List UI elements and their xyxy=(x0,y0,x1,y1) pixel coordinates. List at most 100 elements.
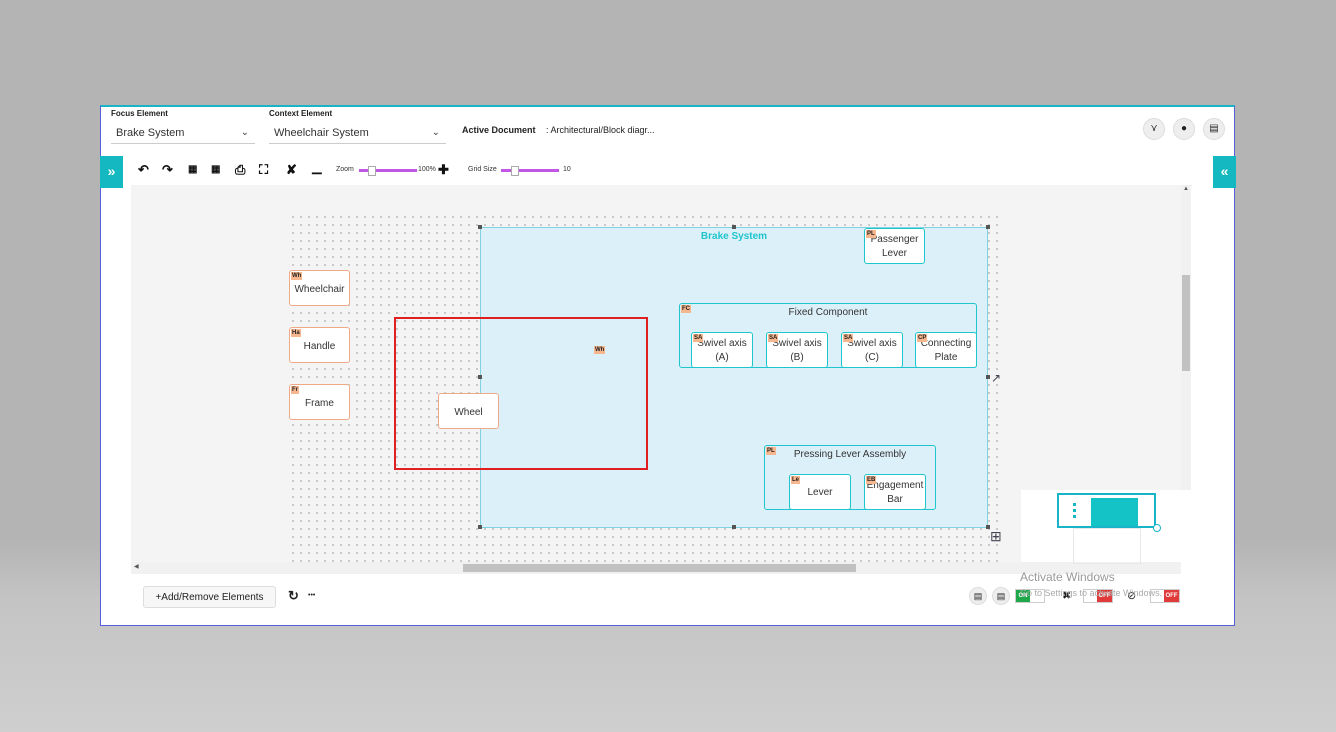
undo-icon[interactable]: ↶ xyxy=(138,162,149,177)
context-element-select[interactable]: Wheelchair System ⌄ xyxy=(269,122,446,144)
toggle-switch[interactable]: OFF xyxy=(1150,589,1180,603)
node-tag: FC xyxy=(681,305,691,313)
redo-icon[interactable]: ↷ xyxy=(162,162,173,177)
expand-left-tab[interactable]: » xyxy=(100,156,123,188)
focus-element-select[interactable]: Brake System ⌄ xyxy=(111,122,255,144)
resize-handle[interactable] xyxy=(478,375,482,379)
grid-size-slider[interactable] xyxy=(501,169,559,172)
activation-watermark-title: Activate Windows xyxy=(1020,570,1115,584)
toggle-switch[interactable]: OFF xyxy=(1083,589,1113,603)
document-icon[interactable]: ▤ xyxy=(992,587,1010,605)
node-tag: SA xyxy=(843,334,854,342)
wheel-node[interactable]: Wheel xyxy=(438,393,499,429)
handle-node[interactable]: Ha Handle xyxy=(289,327,350,363)
unlink-icon[interactable]: ⊘ xyxy=(1127,590,1137,602)
node-label: (A) xyxy=(715,352,729,363)
connector-icon[interactable]: ↗ xyxy=(991,371,1002,385)
zoom-out-icon[interactable]: ⚊ xyxy=(311,162,323,177)
print-icon[interactable]: ⎙ xyxy=(235,162,246,177)
connecting-plate-node[interactable]: CP Connecting Plate xyxy=(915,332,977,368)
diagram-canvas[interactable]: Brake System ↗ ⊞ PL Passenger Lever Wh W… xyxy=(131,185,1181,562)
horizontal-scroll-thumb[interactable] xyxy=(463,564,856,572)
minimap-dot xyxy=(1073,515,1076,518)
node-label: Bar xyxy=(887,494,903,505)
swivel-axis-b-node[interactable]: SA Swivel axis (B) xyxy=(766,332,828,368)
node-label: Swivel axis xyxy=(847,338,897,349)
resize-handle[interactable] xyxy=(986,375,990,379)
node-title: Pressing Lever Assembly xyxy=(793,449,907,460)
export-jpg-icon[interactable]: ▦ xyxy=(211,164,221,175)
add-remove-elements-button[interactable]: +Add/Remove Elements xyxy=(143,586,276,608)
resize-handle[interactable] xyxy=(732,525,736,529)
node-tag: SA xyxy=(768,334,779,342)
toggle-switch[interactable]: ON xyxy=(1015,589,1045,603)
swivel-axis-a-node[interactable]: SA Swivel axis (A) xyxy=(691,332,753,368)
node-label: Swivel axis xyxy=(697,338,747,349)
chevron-down-icon: ⌄ xyxy=(431,127,440,138)
diagram-toolbar: ↶ ↷ ▦ ▦ ⎙ ⛶ ✘ ⚊ Zoom 100% ✚ Grid Size 10 xyxy=(131,155,1192,186)
expand-right-tab[interactable]: « xyxy=(1213,156,1236,188)
document-icon[interactable]: ▤ xyxy=(969,587,987,605)
scroll-up-icon[interactable]: ▲ xyxy=(1183,186,1189,192)
resize-corner-icon[interactable]: ⊞ xyxy=(990,528,1002,544)
node-label: Wheelchair xyxy=(294,284,345,295)
swivel-axis-c-node[interactable]: SA Swivel axis (C) xyxy=(841,332,903,368)
zoom-slider-knob[interactable] xyxy=(368,166,376,176)
node-tag: PL xyxy=(866,230,876,238)
node-label: Handle xyxy=(303,341,336,352)
node-label: Wheel xyxy=(454,407,483,418)
selection-rectangle[interactable] xyxy=(394,317,648,470)
more-options-button[interactable]: ••• xyxy=(308,592,316,599)
node-label: Engagement xyxy=(866,480,924,491)
focus-element-label: Focus Element xyxy=(111,109,168,118)
chart-icon[interactable]: ▤ xyxy=(1203,118,1225,140)
vertical-icon[interactable]: ⋎ xyxy=(1143,118,1165,140)
node-label: Passenger xyxy=(870,234,919,245)
lever-node[interactable]: Le Lever xyxy=(789,474,851,510)
zoom-in-icon[interactable]: ✚ xyxy=(438,162,449,177)
fit-icon[interactable]: ✘ xyxy=(286,162,297,177)
chevron-down-icon: ⌄ xyxy=(240,127,249,138)
node-label: (C) xyxy=(865,352,879,363)
drop-icon[interactable]: ● xyxy=(1173,118,1195,140)
scroll-left-icon[interactable]: ◀ xyxy=(134,564,139,570)
resize-handle[interactable] xyxy=(732,225,736,229)
move-icon[interactable]: ✖ xyxy=(1062,590,1072,602)
minimap[interactable] xyxy=(1021,490,1191,564)
refresh-icon[interactable]: ↻ xyxy=(288,588,299,603)
resize-handle[interactable] xyxy=(986,225,990,229)
node-title: Fixed Component xyxy=(788,307,868,318)
horizontal-scrollbar[interactable]: ◀ xyxy=(131,562,1181,574)
node-label: Connecting xyxy=(920,338,972,349)
node-tag: Fr xyxy=(291,386,299,394)
resize-handle[interactable] xyxy=(986,525,990,529)
node-tag: Wh xyxy=(291,272,303,280)
minimap-dot xyxy=(1073,509,1076,512)
node-tag: Le xyxy=(791,476,801,484)
node-tag: Ha xyxy=(291,329,301,337)
node-label: Swivel axis xyxy=(772,338,822,349)
fullscreen-icon[interactable]: ⛶ xyxy=(259,162,269,177)
passenger-lever-node[interactable]: PL Passenger Lever xyxy=(864,228,925,264)
minimap-resize-handle[interactable] xyxy=(1153,524,1161,532)
bottom-bar: +Add/Remove Elements ↻ ••• ▤ ▤ ON ✖ OFF … xyxy=(131,578,1192,618)
engagement-bar-node[interactable]: EB Engagement Bar xyxy=(864,474,926,510)
node-label: Lever xyxy=(807,487,833,498)
toggle-off-label: OFF xyxy=(1164,590,1179,602)
pressing-lever-assembly-node[interactable]: PL Pressing Lever Assembly xyxy=(764,445,936,510)
export-png-icon[interactable]: ▦ xyxy=(188,164,198,175)
resize-handle[interactable] xyxy=(478,525,482,529)
wheelchair-node[interactable]: Wh Wheelchair xyxy=(289,270,350,306)
zoom-slider[interactable] xyxy=(359,169,417,172)
vertical-scroll-thumb[interactable] xyxy=(1182,275,1190,371)
minimap-viewport[interactable] xyxy=(1057,493,1156,528)
frame-node[interactable]: Fr Frame xyxy=(289,384,350,420)
grid-size-slider-knob[interactable] xyxy=(511,166,519,176)
resize-handle[interactable] xyxy=(478,225,482,229)
toggle-on-label: ON xyxy=(1016,590,1030,602)
node-label: (B) xyxy=(790,352,804,363)
vertical-scrollbar[interactable]: ▲ xyxy=(1181,185,1191,562)
minimap-content xyxy=(1091,498,1138,526)
zoom-value: 100% xyxy=(418,166,436,173)
node-label: Lever xyxy=(881,248,907,259)
